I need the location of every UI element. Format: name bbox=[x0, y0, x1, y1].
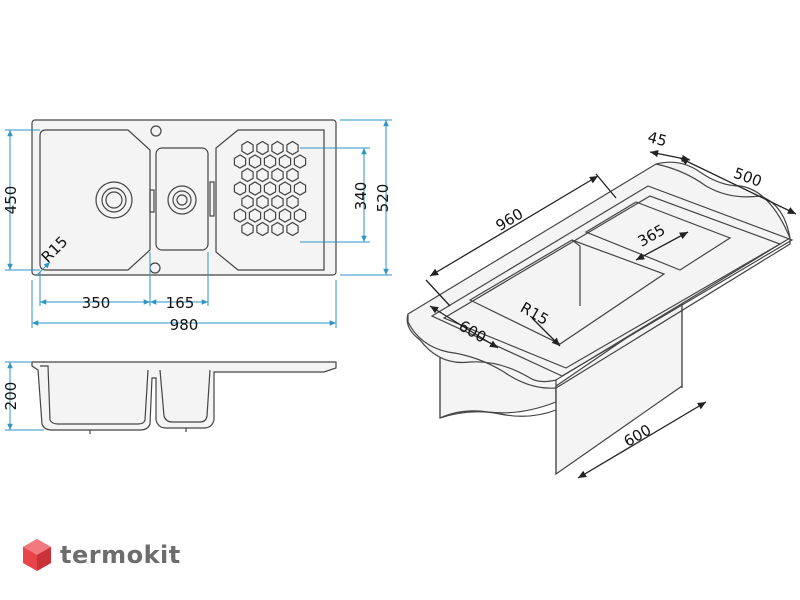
tap-hole-icon bbox=[150, 125, 162, 137]
drainer-hex-pattern bbox=[233, 140, 307, 237]
small-drain-icon bbox=[167, 185, 197, 215]
dim-350: 350 bbox=[82, 294, 111, 312]
drainer-hex bbox=[256, 140, 269, 156]
dim-200: 200 bbox=[2, 382, 20, 411]
drainer-hex bbox=[256, 221, 269, 237]
drainer-hex bbox=[263, 208, 277, 223]
drainer-hex bbox=[271, 194, 284, 210]
drainer-hex bbox=[248, 208, 262, 223]
drainer-hex bbox=[241, 140, 254, 156]
drainer-hex bbox=[271, 221, 284, 237]
dim-45: 45 bbox=[646, 128, 669, 150]
dim-520: 520 bbox=[374, 184, 392, 213]
drainer-hex bbox=[271, 167, 284, 183]
drainer-hex bbox=[256, 194, 269, 210]
drainer-hex bbox=[241, 194, 254, 210]
drainer-hex bbox=[233, 181, 247, 196]
side-profile bbox=[31, 361, 337, 431]
drainer-hex bbox=[286, 140, 299, 156]
drainer-hex bbox=[271, 140, 284, 156]
drainer-hex bbox=[293, 181, 307, 196]
drainer-hex bbox=[241, 221, 254, 237]
isometric-view: 960 45 500 365 R15 600 600 bbox=[406, 128, 797, 479]
top-view: 350 165 980 450 520 340 R15 bbox=[2, 119, 392, 334]
drainer-hex bbox=[263, 154, 277, 169]
dim-165: 165 bbox=[166, 294, 195, 312]
dim-960: 960 bbox=[493, 205, 527, 235]
brand-name: termokit bbox=[60, 541, 181, 569]
drainer-hex bbox=[293, 208, 307, 223]
drainer-hex bbox=[248, 154, 262, 169]
drainer-hex bbox=[263, 181, 277, 196]
drainer-hex bbox=[278, 181, 292, 196]
dim-980: 980 bbox=[170, 316, 199, 334]
dim-450: 450 bbox=[2, 186, 20, 215]
drainer-hex bbox=[241, 167, 254, 183]
drainer-hex bbox=[286, 221, 299, 237]
dim-340: 340 bbox=[352, 182, 370, 211]
drainer-hex bbox=[278, 208, 292, 223]
drainer-hex bbox=[293, 154, 307, 169]
brand-logo: termokit bbox=[22, 535, 181, 575]
drainer-hex bbox=[248, 181, 262, 196]
side-view: 200 bbox=[2, 361, 337, 434]
drainer-hex bbox=[233, 154, 247, 169]
hexagon-logo-icon bbox=[23, 539, 51, 571]
drainer-hex bbox=[286, 194, 299, 210]
main-bowl bbox=[39, 129, 151, 271]
drainer-hex bbox=[278, 154, 292, 169]
drainer-area bbox=[215, 129, 325, 271]
small-bowl bbox=[155, 147, 209, 251]
drainer-hex bbox=[256, 167, 269, 183]
main-drain-icon bbox=[95, 181, 133, 219]
drainer-hex bbox=[286, 167, 299, 183]
drainer-hex bbox=[233, 208, 247, 223]
